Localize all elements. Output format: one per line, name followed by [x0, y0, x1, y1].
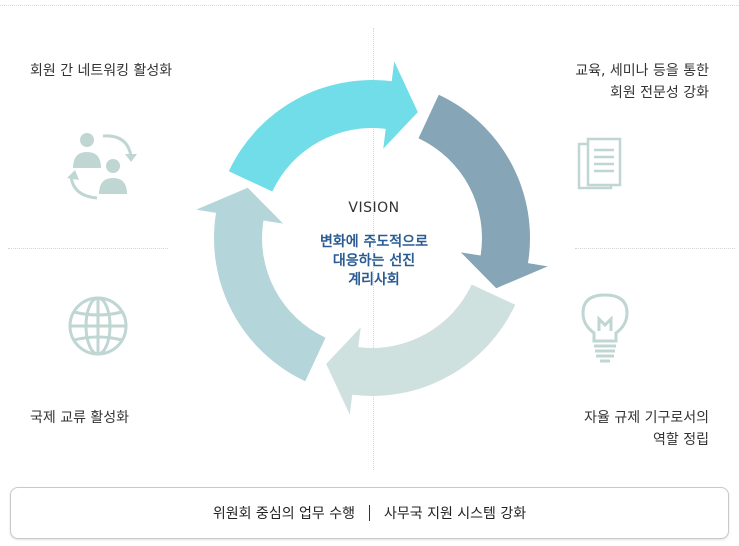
- label-line: 회원 전문성 강화: [609, 85, 709, 101]
- vision-line: 계리사회: [348, 272, 400, 288]
- vertical-divider: [373, 28, 374, 470]
- banner-separator: [369, 505, 370, 521]
- banner-right-text: 사무국 지원 시스템 강화: [384, 506, 527, 522]
- arrow-bottom-right: [418, 94, 548, 289]
- label-line: 회원 간 네트워킹 활성화: [30, 63, 173, 79]
- globe-icon: [66, 294, 130, 358]
- label-international: 국제 교류 활성화: [30, 407, 129, 429]
- label-networking: 회원 간 네트워킹 활성화: [30, 60, 172, 82]
- vision-title: VISION: [348, 200, 400, 216]
- vision-line: 변화에 주도적으로: [320, 234, 428, 250]
- label-education: 교육, 세미나 등을 통한 회원 전문성 강화: [489, 60, 709, 104]
- lightbulb-icon: [580, 291, 630, 363]
- arrow-top-left: [196, 187, 326, 382]
- horizontal-divider-right: [575, 248, 735, 249]
- vision-statement: 변화에 주도적으로 대응하는 선진 계리사회: [284, 233, 464, 290]
- label-self-regulation: 자율 규제 기구로서의 역할 정립: [489, 407, 709, 451]
- label-line: 국제 교류 활성화: [30, 410, 130, 426]
- bottom-banner: 위원회 중심의 업무 수행 사무국 지원 시스템 강화: [10, 487, 729, 539]
- arrow-top-right: [228, 61, 418, 192]
- people-network-icon: [65, 130, 145, 202]
- vision-line: 대응하는 선진: [332, 253, 416, 269]
- label-line: 교육, 세미나 등을 통한: [575, 63, 709, 79]
- arrow-bottom-left: [326, 284, 516, 415]
- label-line: 역할 정립: [653, 432, 709, 448]
- label-line: 자율 규제 기구로서의: [584, 410, 709, 426]
- document-icon: [576, 136, 626, 196]
- horizontal-divider-left: [8, 248, 168, 249]
- top-divider: [0, 5, 739, 6]
- banner-left-text: 위원회 중심의 업무 수행: [212, 506, 355, 522]
